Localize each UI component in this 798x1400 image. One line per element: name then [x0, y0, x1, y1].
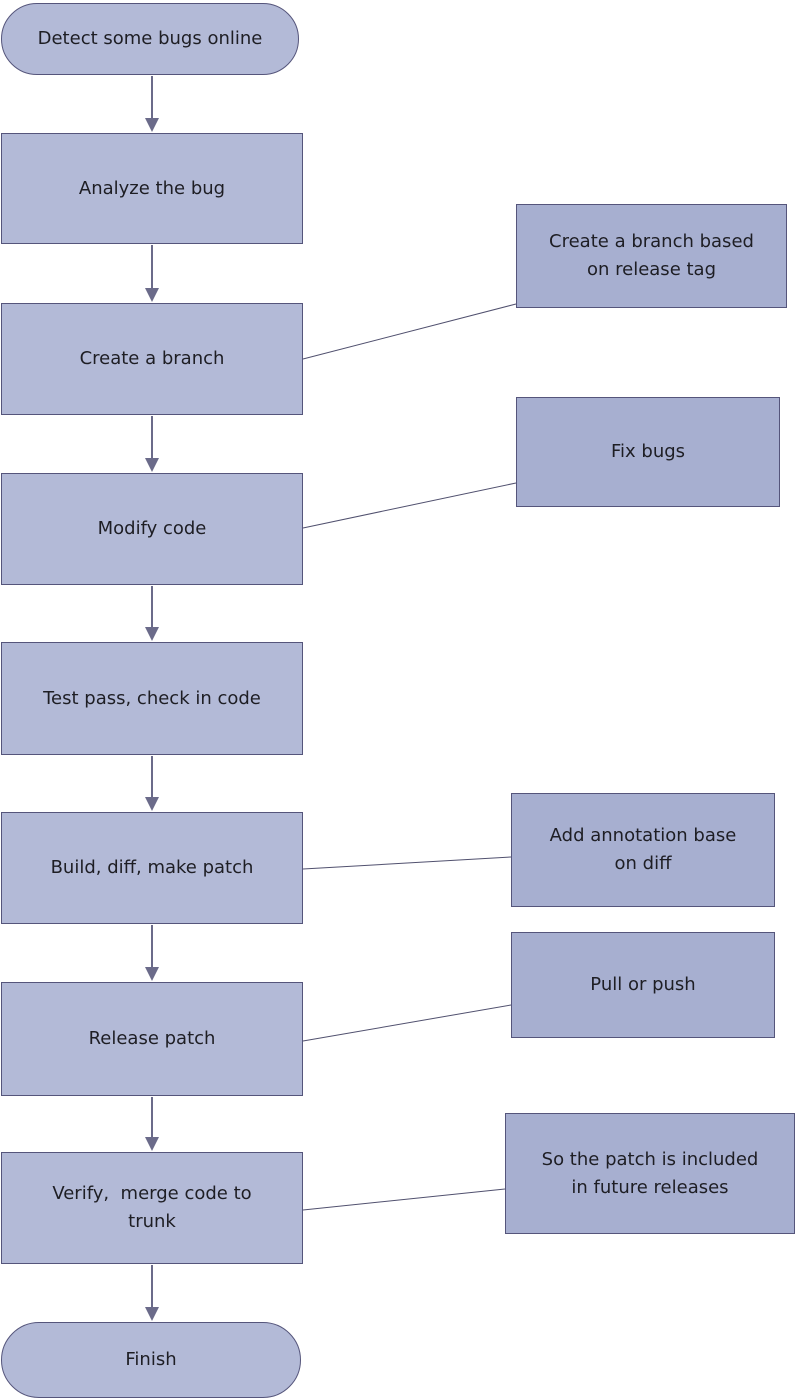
arrowhead-release-to-verify	[145, 1137, 159, 1151]
node-modify-code: Modify code	[1, 473, 303, 585]
connector-create-branch-note	[302, 303, 517, 360]
connector-modify-note	[302, 482, 517, 529]
node-start-label: Detect some bugs online	[37, 28, 263, 50]
note-pull-or-push-label: Pull or push	[590, 974, 696, 996]
node-create-a-branch: Create a branch	[1, 303, 303, 415]
note-pull-or-push: Pull or push	[511, 932, 775, 1038]
note-add-annotation-label: Add annotation base on diff	[549, 825, 743, 874]
node-analyze-the-bug: Analyze the bug	[1, 133, 303, 244]
note-fix-bugs: Fix bugs	[516, 397, 780, 507]
node-release-label: Release patch	[88, 1028, 216, 1050]
node-build-diff-make-patch: Build, diff, make patch	[1, 812, 303, 924]
node-create-branch-label: Create a branch	[79, 348, 225, 370]
node-verify-label: Verify, merge code to trunk	[52, 1183, 258, 1232]
node-verify-merge-code-to-trunk: Verify, merge code to trunk	[1, 1152, 303, 1264]
node-start: Detect some bugs online	[1, 3, 299, 75]
arrowhead-build-to-release	[145, 967, 159, 981]
connector-verify-note	[302, 1188, 506, 1211]
note-add-annotation-base-on-diff: Add annotation base on diff	[511, 793, 775, 907]
arrowhead-modify-to-test	[145, 627, 159, 641]
note-create-branch-based-on-release-tag: Create a branch based on release tag	[516, 204, 787, 308]
node-release-patch: Release patch	[1, 982, 303, 1096]
node-modify-label: Modify code	[97, 518, 207, 540]
node-test-label: Test pass, check in code	[43, 687, 261, 709]
note-create-branch-label: Create a branch based on release tag	[549, 231, 760, 280]
connector-release-note	[302, 1004, 512, 1042]
node-finish: Finish	[1, 1322, 301, 1398]
node-analyze-label: Analyze the bug	[78, 177, 226, 199]
arrowhead-analyze-to-create-branch	[145, 288, 159, 302]
arrowhead-test-to-build	[145, 797, 159, 811]
note-patch-included-in-future-releases: So the patch is included in future relea…	[505, 1113, 795, 1234]
node-build-label: Build, diff, make patch	[50, 857, 254, 879]
note-patch-included-label: So the patch is included in future relea…	[541, 1148, 765, 1198]
arrowhead-create-branch-to-modify	[145, 458, 159, 472]
node-finish-label: Finish	[125, 1349, 177, 1371]
arrowhead-start-to-analyze	[145, 118, 159, 132]
connector-build-note	[302, 856, 512, 870]
arrowhead-verify-to-finish	[145, 1307, 159, 1321]
note-fix-bugs-label: Fix bugs	[610, 441, 686, 463]
node-test-pass-check-in-code: Test pass, check in code	[1, 642, 303, 755]
